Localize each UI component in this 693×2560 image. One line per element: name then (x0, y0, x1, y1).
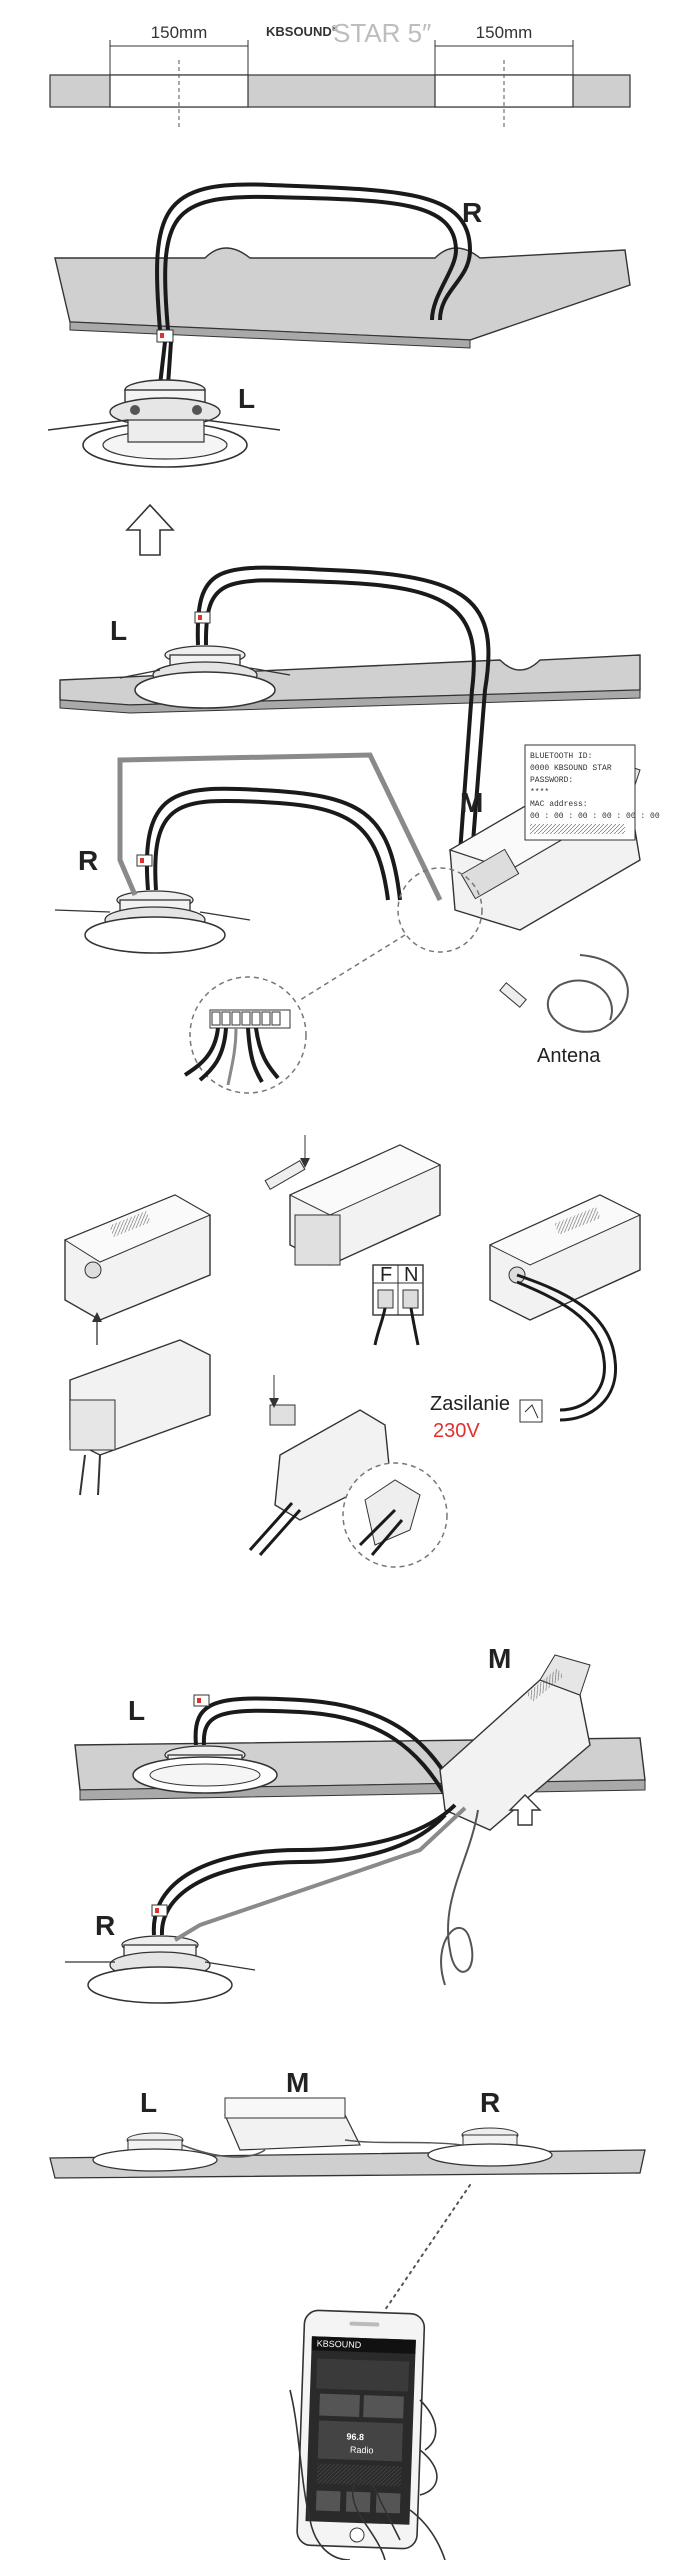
speaker-left-unit (47, 379, 281, 468)
up-arrow-icon (508, 1794, 542, 1826)
speaker-left-ceiling (132, 1745, 278, 1794)
brand-logo: KBSOUND® (266, 24, 338, 39)
label-module-3: M (286, 2067, 309, 2098)
radio-frequency: 96.8 (346, 2432, 364, 2443)
label-voltage: 230V (433, 1420, 480, 1442)
bluetooth-signal-line (384, 2184, 471, 2311)
svg-text:PASSWORD:: PASSWORD: (530, 776, 573, 785)
radio-mode: Radio (350, 2445, 374, 2456)
module-closed (63, 1194, 212, 1321)
label-module: M (460, 787, 483, 818)
model-name: STAR 5″ (333, 18, 431, 48)
label-right-speaker-3: R (480, 2087, 500, 2118)
hand-outline (289, 2389, 446, 2560)
step-speaker-install: L R (47, 182, 631, 556)
step-final-bluetooth: L M R KBSOUND 96.8 Radio (49, 2067, 646, 2560)
power-terminal-fn: F N (372, 1264, 424, 1346)
module-power-connected (488, 1194, 642, 1423)
svg-text:00 : 00 : 00 : 00 : 00 : 00: 00 : 00 : 00 : 00 : 00 : 00 (530, 812, 660, 821)
svg-text:0000 KBSOUND STAR: 0000 KBSOUND STAR (530, 764, 612, 773)
label-right-speaker-2: R (95, 1910, 115, 1941)
label-right-speaker: R (78, 845, 98, 876)
speaker-left-final (92, 2132, 218, 2172)
module-final (181, 2097, 463, 2158)
module-id-label: BLUETOOTH ID: 0000 KBSOUND STAR PASSWORD… (524, 744, 660, 841)
module-ceiling (439, 1654, 591, 1831)
label-left-speaker-2: L (110, 615, 127, 646)
speaker-left-mounted (119, 645, 291, 709)
label-power: Zasilanie (430, 1393, 510, 1415)
label-left-speaker-4: L (140, 2087, 157, 2118)
step-wiring-module: L R BLUETOOTH ID: 0000 KBSOUND STAR PAS (54, 565, 660, 1094)
ceiling-board-1 (54, 247, 631, 341)
speaker-right-mounted (54, 890, 251, 954)
label-left-speaker-3: L (128, 1695, 145, 1726)
svg-text:BLUETOOTH ID:: BLUETOOTH ID: (530, 752, 592, 761)
app-title: KBSOUND (317, 2338, 362, 2350)
module-terminal-open (264, 1135, 442, 1266)
svg-text:MAC address:: MAC address: (530, 800, 588, 809)
up-arrow-icon (125, 503, 175, 556)
module-strain-relief (248, 1375, 391, 1556)
antenna-cable (499, 954, 629, 1033)
speaker-right-final (427, 2127, 553, 2167)
svg-text:****: **** (530, 788, 549, 797)
label-antenna: Antena (537, 1045, 601, 1067)
cutout-dimension-diagram: 150mm 150mm KBSOUND® STAR 5″ (49, 18, 631, 128)
step-module-mounted: L M R (65, 1643, 646, 2004)
label-right-cable: R (462, 197, 482, 228)
dimension-right-label: 150mm (476, 23, 533, 42)
wire-connector (156, 329, 174, 343)
module-cover-removed (69, 1312, 211, 1496)
terminal-n-label: N (404, 1264, 418, 1286)
speaker-right-hanging (65, 1935, 256, 2004)
step-module-connections: F N Zasil (63, 1135, 642, 1568)
speaker-cable-loop (155, 182, 473, 331)
connector-zoom-ring (397, 867, 483, 953)
dimension-left-label: 150mm (151, 23, 208, 42)
terminal-f-label: F (380, 1264, 392, 1286)
label-left-speaker: L (238, 383, 255, 414)
label-module-2: M (488, 1643, 511, 1674)
smartphone: KBSOUND 96.8 Radio (296, 2309, 426, 2550)
